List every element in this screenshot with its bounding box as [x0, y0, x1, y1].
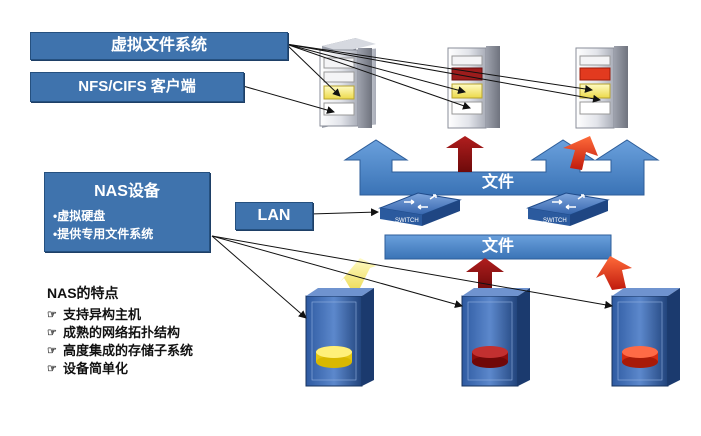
red-up-arrow-top — [563, 136, 598, 170]
feature-item: ☞ 设备简单化 — [47, 360, 193, 378]
lan-label: LAN — [235, 202, 313, 230]
dark-red-up-arrow-bottom — [466, 258, 504, 290]
features-list: ☞ 支持异构主机 ☞ 成熟的网络拓扑结构 ☞ 高度集成的存储子系统 ☞ 设备简单化 — [47, 306, 193, 378]
nas-features: NAS的特点 ☞ 支持异构主机 ☞ 成熟的网络拓扑结构 ☞ 高度集成的存储子系统 ☞ 设… — [47, 283, 193, 378]
feature-item: ☞ 成熟的网络拓扑结构 — [47, 324, 193, 342]
switch-left: SWITCH — [378, 192, 462, 226]
client-server-2 — [447, 46, 500, 129]
pointing-hand-icon: ☞ — [47, 363, 57, 375]
virtual-fs-label: 虚拟文件系统 — [30, 32, 288, 60]
switch-left-label: SWITCH — [395, 218, 419, 224]
features-title: NAS的特点 — [47, 285, 119, 301]
nas-device-title: NAS设备 — [94, 183, 160, 200]
pointing-hand-icon: ☞ — [47, 345, 57, 357]
feature-text: 设备简单化 — [63, 361, 129, 376]
switch-right-label: SWITCH — [543, 218, 567, 224]
nas-cabinet-3 — [611, 288, 680, 387]
nas-cabinet-1 — [305, 288, 374, 387]
yellow-up-arrow — [340, 258, 376, 292]
connector-lines — [211, 43, 613, 319]
nas-cabinet-2 — [461, 288, 530, 387]
client-server-3 — [575, 46, 628, 129]
pointing-hand-icon: ☞ — [47, 309, 57, 321]
nas-item-virtual-disk: •虚拟硬盘 — [53, 209, 106, 223]
nas-item-dedicated-fs: •提供专用文件系统 — [53, 227, 154, 241]
switch-right: SWITCH — [526, 192, 610, 226]
lower-file-bar — [384, 234, 612, 260]
nas-device-box: NAS设备 •虚拟硬盘 •提供专用文件系统 — [44, 172, 210, 252]
pointing-hand-icon: ☞ — [47, 327, 57, 339]
dark-red-up-arrow-top — [446, 136, 484, 172]
feature-item: ☞ 支持异构主机 — [47, 306, 193, 324]
nfs-cifs-client-label: NFS/CIFS 客户端 — [30, 72, 244, 102]
feature-item: ☞ 高度集成的存储子系统 — [47, 342, 193, 360]
feature-text: 成熟的网络拓扑结构 — [63, 325, 181, 340]
feature-text: 高度集成的存储子系统 — [63, 343, 194, 358]
lower-file-text: 文件 — [481, 238, 514, 255]
upper-file-text: 文件 — [481, 174, 514, 191]
feature-text: 支持异构主机 — [63, 307, 142, 322]
red-up-arrow-bottom — [596, 256, 632, 290]
